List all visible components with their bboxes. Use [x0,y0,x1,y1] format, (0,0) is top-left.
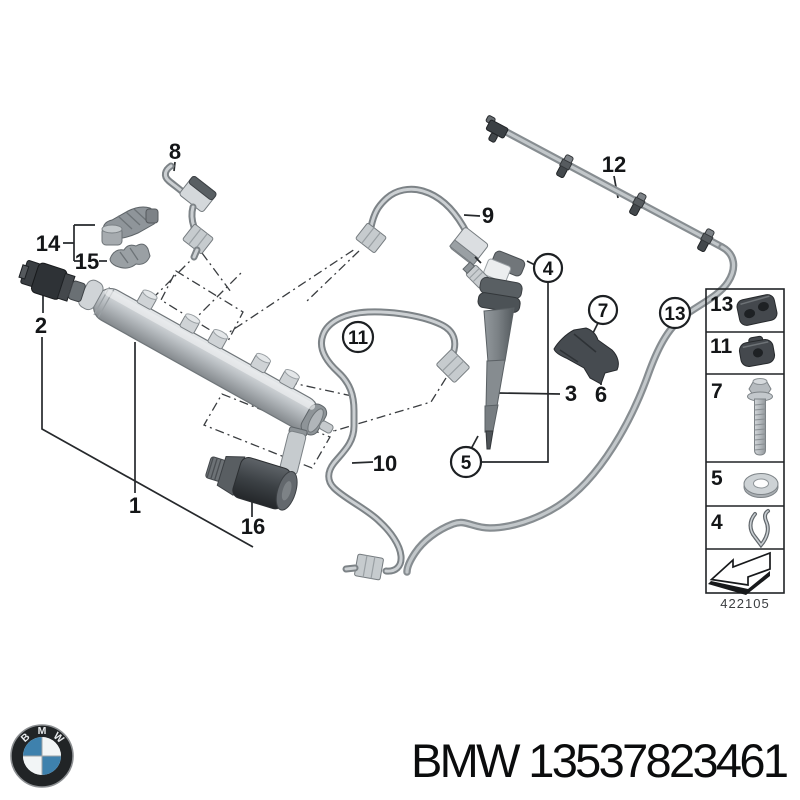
logo-letter-m: M [38,725,47,737]
sheet-id: 422105 [720,596,769,611]
callout-4-circle: 4 [532,252,564,284]
callout-10: 10 [373,451,397,476]
pipe-connector [179,176,217,212]
callout-3: 3 [565,381,577,406]
legend-label-11: 11 [710,335,733,358]
legend-label-7: 7 [711,380,723,403]
callout-14: 14 [36,231,61,256]
callout-2: 2 [35,313,47,338]
fuel-return-line [403,115,738,576]
legend-label-13: 13 [710,293,733,316]
direction-arrow-icon [708,551,771,595]
rail-port [250,352,272,374]
callout-12: 12 [602,152,626,177]
fuel-rail [78,279,334,436]
line-end-fitting [485,115,509,143]
callout-8: 8 [169,139,181,164]
grommet-two-hole-icon [736,294,778,326]
callout-16: 16 [241,514,265,539]
grommet-one-hole-icon [738,335,776,368]
callout-1: 1 [129,493,141,518]
rail-pressure-sensor [18,260,86,303]
injector-clamp [553,327,619,385]
union-nut [436,349,470,383]
footer: B M W BMW 13537823461 [10,724,789,788]
part-number: BMW 13537823461 [411,734,789,787]
callout-11-circle: 11 [341,320,375,354]
spring-clip-icon [748,509,770,549]
callout-9: 9 [482,203,494,228]
legend-label-4: 4 [711,511,723,534]
callout-5: 5 [461,453,472,474]
rail-port [279,369,300,390]
hose-clip [629,192,647,217]
rail-port [136,289,158,310]
union-nut [355,223,387,253]
callout-7: 7 [598,301,609,322]
clamp-bracket-upper [101,206,159,246]
callout-13-circle: 13 [658,296,692,330]
rail-port [179,313,201,334]
callout-5-circle: 5 [449,445,483,479]
legend-panel: 13 11 7 5 4 [705,288,785,611]
flange-bolt-icon [747,378,773,456]
rail-port [207,329,229,350]
bmw-logo: B M W [10,724,74,788]
hose-clip [697,228,715,253]
fuel-injector [462,250,526,450]
callout-labels: 1 2 3 6 8 9 10 12 14 15 16 4 5 7 11 13 [35,139,692,539]
fuel-pipe-10 [318,308,470,581]
pressure-regulator [205,426,308,511]
union-nut [354,553,384,581]
high-pressure-pipe-9 [355,185,489,266]
leak-off-pipe-8 [161,162,217,261]
pipe-connector [449,227,489,266]
clamp-bracket-lower [109,243,151,269]
callout-13: 13 [664,304,685,325]
callout-6: 6 [595,382,607,407]
callout-15: 15 [75,249,99,274]
washer-icon [743,473,779,498]
callout-11: 11 [348,328,369,349]
callout-7-circle: 7 [587,294,619,326]
hose-clip [556,154,574,179]
legend-label-5: 5 [711,467,723,490]
callout-4: 4 [543,259,554,280]
